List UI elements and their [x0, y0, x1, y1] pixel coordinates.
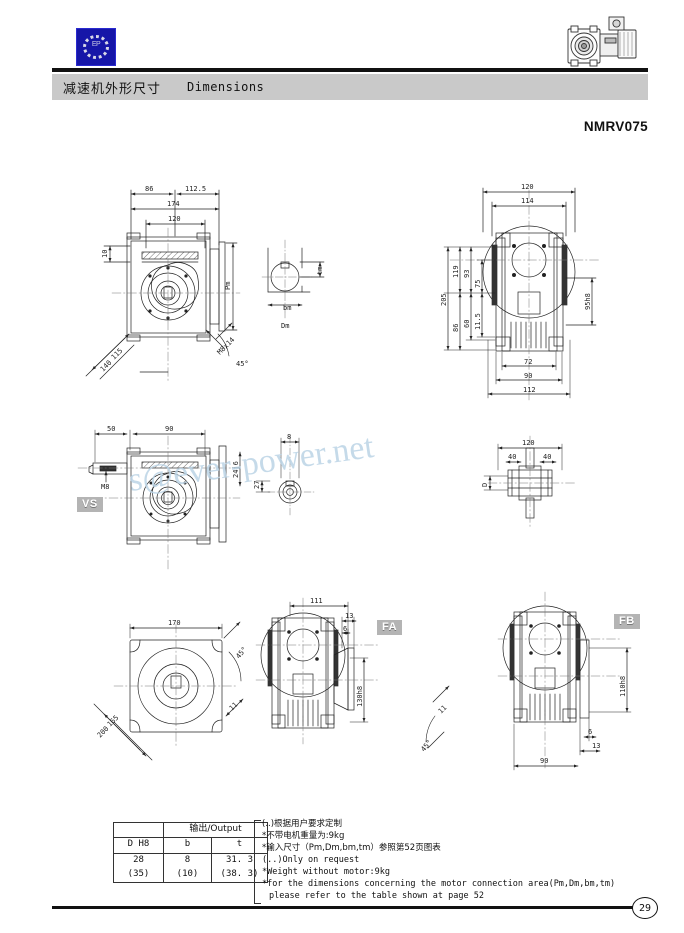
table-group-header-row: 输出/Output	[113, 821, 268, 839]
dim-130h8: 130h8	[356, 686, 364, 707]
footer-divider	[52, 906, 648, 909]
view-output-flange	[93, 621, 244, 761]
dim-40-right: 40	[543, 453, 551, 461]
dim-90-front: 90	[524, 372, 532, 380]
dim-11-flange: 11	[228, 701, 240, 713]
dim-13-fb: 13	[592, 742, 600, 750]
note-line-3: *输入尺寸（Pm,Dm,bm,tm）参照第52页图表	[262, 843, 441, 854]
dim-45deg-flange: 45°	[234, 645, 248, 660]
view-output-shaft	[483, 435, 577, 529]
worm-gearbox-photo	[567, 16, 637, 67]
cell-b-2: (10)	[163, 867, 212, 883]
dim-27: 27	[253, 481, 261, 489]
dim-50: 50	[107, 425, 115, 433]
variant-tag-fa: FA	[377, 620, 403, 635]
note-line-1: (..)根据用户要求定制	[262, 819, 343, 829]
dim-90-vs: 90	[165, 425, 173, 433]
dim-72: 72	[524, 358, 532, 366]
dim-6-fb: 6	[588, 728, 592, 736]
view-motor-shaft-detail	[261, 239, 325, 319]
view-side-section	[85, 189, 241, 383]
notes-bracket	[254, 820, 261, 904]
gear-logo-icon: EP	[81, 33, 111, 61]
table-row: (35) (10) (38. 3)	[113, 867, 268, 883]
dim-111: 111	[310, 597, 323, 605]
dim-d: D	[481, 483, 489, 487]
cell-d-2: (35)	[113, 867, 164, 883]
dim-13-fa: 13	[345, 612, 353, 620]
dim-112-5: 112.5	[185, 185, 206, 193]
dim-114: 114	[521, 197, 534, 205]
dim-120-shaft: 120	[522, 439, 535, 447]
section-title-en: Dimensions	[187, 80, 265, 94]
dim-110h8: 110h8	[619, 676, 627, 697]
section-title-bar: 减速机外形尺寸 Dimensions	[52, 74, 648, 100]
dim-45deg-fa: 45°	[419, 738, 433, 753]
cell-t-2: (38. 3)	[211, 867, 268, 883]
note-line-4: (..)Only on request	[262, 855, 360, 866]
dim-120-front: 120	[521, 183, 534, 191]
cell-b-1: 8	[163, 852, 212, 868]
table-group-header: 输出/Output	[163, 821, 268, 839]
dim-40-left: 40	[508, 453, 516, 461]
dim-200: 200	[96, 725, 111, 740]
cell-t-1: 31. 3	[211, 852, 268, 868]
dim-tm: tm	[316, 267, 324, 275]
dim-m8x14: M8x14	[216, 336, 237, 357]
dim-60: 60	[463, 320, 471, 328]
dim-86: 86	[145, 185, 153, 193]
note-line-2: *不带电机重量为:9kg	[262, 831, 345, 842]
notes-block: (..)根据用户要求定制 *不带电机重量为:9kg *输入尺寸（Pm,Dm,bm…	[262, 818, 615, 902]
section-title-cn: 减速机外形尺寸	[63, 81, 162, 97]
dim-90-fb: 90	[540, 757, 548, 765]
view-vs-shaft-detail	[255, 435, 315, 517]
dim-11-fa: 11	[437, 704, 449, 716]
table-row: 28 8 31. 3	[113, 852, 268, 868]
dim-95h8: 95h8	[584, 293, 592, 310]
header-divider	[52, 68, 648, 72]
dim-112: 112	[523, 386, 536, 394]
table-header-row: D H8 b t	[113, 837, 268, 854]
dim-93: 93	[463, 270, 471, 278]
dim-86-front: 86	[452, 324, 460, 332]
dim-170: 170	[168, 619, 181, 627]
table-col-b: b	[163, 837, 212, 854]
note-line-7: please refer to the table shown at page …	[269, 891, 484, 902]
table-col-d: D H8	[113, 837, 164, 854]
page-number: 29	[632, 897, 658, 919]
dim-bm: bm	[283, 304, 291, 312]
dim-11-5: 11.5	[474, 313, 482, 330]
dim-120: 120	[168, 215, 181, 223]
dim-45deg-left: 45°	[236, 360, 249, 368]
view-front	[443, 187, 601, 401]
dim-115: 115	[110, 347, 125, 362]
dim-dm: Dm	[281, 322, 289, 330]
model-number: NMRV075	[583, 119, 648, 134]
dim-10: 10	[101, 250, 109, 258]
dim-8: 8	[287, 433, 291, 441]
variant-tag-vs: VS	[77, 497, 103, 512]
cell-d-1: 28	[113, 852, 164, 868]
dim-6-fa: 6	[343, 625, 347, 633]
dim-m8: M8	[101, 483, 109, 491]
note-line-6: *for the dimensions concerning the motor…	[262, 879, 616, 890]
table-col-t: t	[211, 837, 268, 854]
dim-174: 174	[167, 200, 180, 208]
view-fb-flange	[497, 591, 632, 771]
variant-tag-fb: FB	[614, 614, 640, 629]
dim-pm: Pm	[224, 282, 232, 290]
dim-75: 75	[474, 280, 482, 288]
note-line-5: *Weight without motor:9kg	[262, 867, 390, 878]
company-logo: EP	[76, 28, 116, 66]
dim-119: 119	[452, 265, 460, 278]
dim-24j6: 24j6	[232, 461, 240, 478]
view-fa-flange	[255, 597, 450, 749]
output-dimension-table: 输出/Output D H8 b t 28 8 31. 3 (35) (10) …	[113, 821, 268, 883]
dim-205: 205	[440, 293, 448, 306]
view-vs-side	[77, 429, 242, 571]
